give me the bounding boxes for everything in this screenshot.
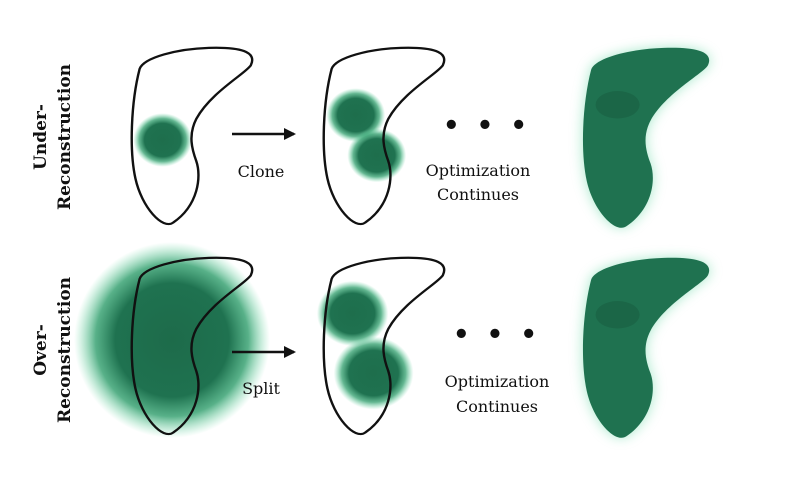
under-optimization-line2: Continues (437, 185, 519, 204)
large-gaussian (74, 242, 270, 438)
row-label-under: Under- Reconstruction (31, 64, 75, 210)
final-fill (582, 257, 710, 438)
over-optimization-line1: Optimization (445, 372, 550, 391)
final-overlap (595, 91, 640, 119)
split-gaussian-1 (316, 280, 389, 347)
cloned-gaussian-2 (347, 128, 407, 183)
row-label-over: Over- Reconstruction (31, 277, 75, 423)
ellipsis-under: • • • (443, 111, 531, 141)
over-optimization-line2: Continues (456, 397, 538, 416)
row-label-over-line1: Over- (31, 324, 51, 376)
under-final-panel (582, 47, 710, 228)
row-label-over-line2: Reconstruction (55, 277, 75, 423)
small-gaussian (133, 113, 193, 167)
ellipsis-over: • • • (453, 320, 541, 350)
cloned-gaussian-1 (326, 88, 386, 142)
under-cloned-panel (322, 46, 446, 226)
split-gaussian-2 (333, 336, 414, 410)
over-initial-panel (74, 242, 270, 438)
over-final-panel (582, 257, 710, 438)
split-label: Split (242, 379, 280, 398)
row-label-under-line2: Reconstruction (55, 64, 75, 210)
clone-label: Clone (238, 162, 285, 181)
under-initial-panel (130, 46, 254, 226)
final-overlap (595, 301, 640, 329)
under-optimization-line1: Optimization (426, 161, 531, 180)
over-split-panel (316, 256, 446, 436)
row-label-under-line1: Under- (31, 104, 51, 170)
final-fill (582, 47, 710, 228)
